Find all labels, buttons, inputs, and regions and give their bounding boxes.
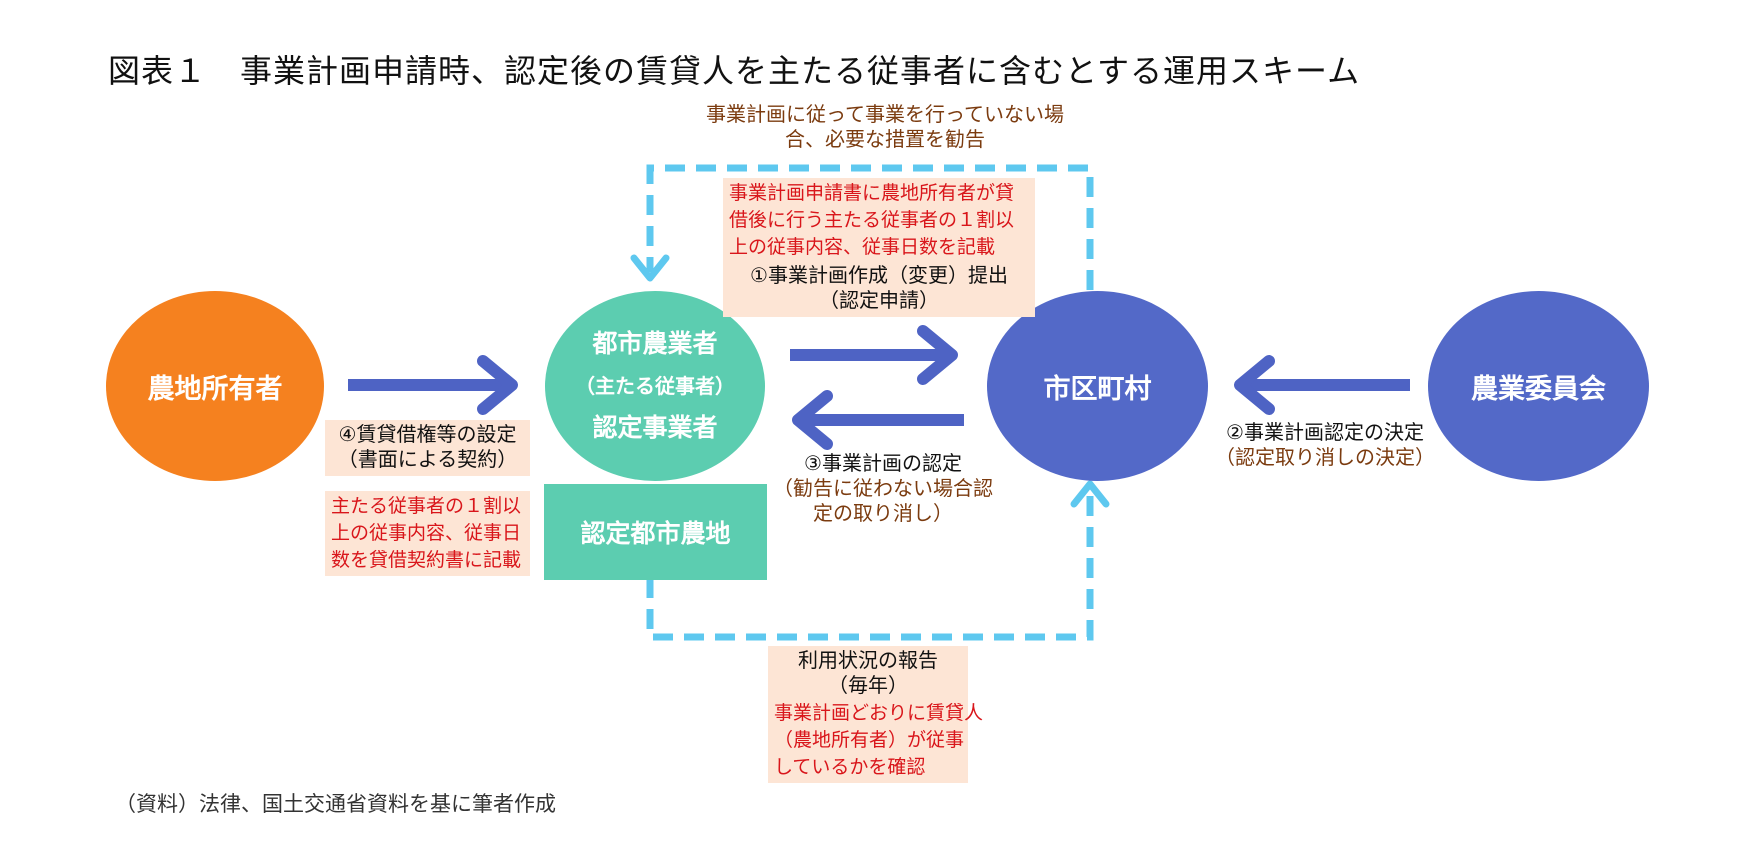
lease-note-line-3: 数を貸借契約書に記載 — [331, 549, 522, 571]
dashed-recommend-arrowhead — [630, 254, 670, 282]
approval-line-1: ③事業計画の認定 — [804, 451, 962, 475]
dashed-recommend-line — [646, 164, 1094, 290]
main-worker-label: （主たる従事者） — [575, 374, 735, 398]
submit-line-1: ①事業計画作成（変更）提出 — [750, 263, 1008, 287]
landowner-label: 農地所有者 — [147, 373, 283, 405]
lease-line-1: ④賃貸借権等の設定 — [338, 422, 517, 446]
approval-line-3: 定の取り消し） — [813, 501, 953, 525]
recommendation-label: 事業計画に従って事業を行っていない場 合、必要な措置を勧告 — [690, 102, 1080, 152]
submit-line-2: （認定申請） — [819, 288, 939, 312]
report-label: 利用状況の報告 （毎年） — [768, 646, 968, 698]
approval-arrowhead — [792, 390, 833, 450]
application-note: 事業計画申請書に農地所有者が貸 借後に行う主たる従事者の１割以 上の従事内容、従… — [723, 178, 1035, 263]
lease-label: ④賃貸借権等の設定 （書面による契約） — [325, 420, 530, 476]
certified-operator-label: 認定事業者 — [592, 413, 718, 442]
lease-note-line-1: 主たる従事者の１割以 — [331, 495, 522, 517]
lease-line-2: （書面による契約） — [337, 447, 518, 471]
report-note-line-3: しているかを確認 — [774, 756, 926, 778]
lease-note-line-2: 上の従事内容、従事日 — [331, 522, 522, 544]
application-note-line-3: 上の従事内容、従事日数を記載 — [729, 236, 996, 258]
source-note: （資料）法律、国土交通省資料を基に筆者作成 — [115, 792, 556, 816]
municipality-node: 市区町村 — [987, 291, 1208, 481]
report-note-line-1: 事業計画どおりに賃貸人 — [774, 702, 984, 724]
decision-line-1: ②事業計画認定の決定 — [1226, 420, 1424, 444]
submit-arrowhead — [917, 325, 958, 385]
recommendation-line-2: 合、必要な措置を勧告 — [785, 127, 985, 151]
report-note: 事業計画どおりに賃貸人 （農地所有者）が従事 しているかを確認 — [768, 698, 984, 783]
submit-label: ①事業計画作成（変更）提出 （認定申請） — [723, 261, 1035, 317]
decision-line-2: （認定取り消しの決定） — [1215, 445, 1435, 469]
certified-farmland-label: 認定都市農地 — [580, 519, 731, 548]
report-line-2: （毎年） — [828, 673, 908, 697]
report-note-line-2: （農地所有者）が従事 — [774, 729, 965, 751]
application-note-line-1: 事業計画申請書に農地所有者が貸 — [729, 182, 1015, 204]
decision-label: ②事業計画認定の決定 （認定取り消しの決定） — [1200, 420, 1450, 470]
urban-farmer-label: 都市農業者 — [592, 329, 718, 358]
agricultural-committee-node: 農業委員会 — [1428, 291, 1649, 481]
dashed-report-line — [646, 492, 1094, 641]
recommendation-line-1: 事業計画に従って事業を行っていない場 — [706, 102, 1064, 126]
landowner-node: 農地所有者 — [106, 291, 324, 481]
page-title: 図表１ 事業計画申請時、認定後の賃貸人を主たる従事者に含むとする運用スキーム — [108, 52, 1361, 90]
decision-arrowhead — [1234, 355, 1275, 415]
application-note-line-2: 借後に行う主たる従事者の１割以 — [729, 209, 1015, 231]
approval-line-2: （勧告に従わない場合認 — [773, 476, 993, 500]
dashed-report-arrowhead — [1070, 480, 1110, 508]
urban-farmer-node: 都市農業者 （主たる従事者） 認定事業者 — [545, 291, 765, 481]
lease-note: 主たる従事者の１割以 上の従事内容、従事日 数を貸借契約書に記載 — [325, 491, 530, 576]
approval-label: ③事業計画の認定 （勧告に従わない場合認 定の取り消し） — [768, 451, 998, 526]
report-line-1: 利用状況の報告 — [798, 648, 938, 672]
lease-arrowhead — [477, 355, 518, 415]
agricultural-committee-label: 農業委員会 — [1471, 373, 1606, 405]
certified-farmland-box: 認定都市農地 — [544, 484, 767, 580]
municipality-label: 市区町村 — [1043, 373, 1152, 405]
